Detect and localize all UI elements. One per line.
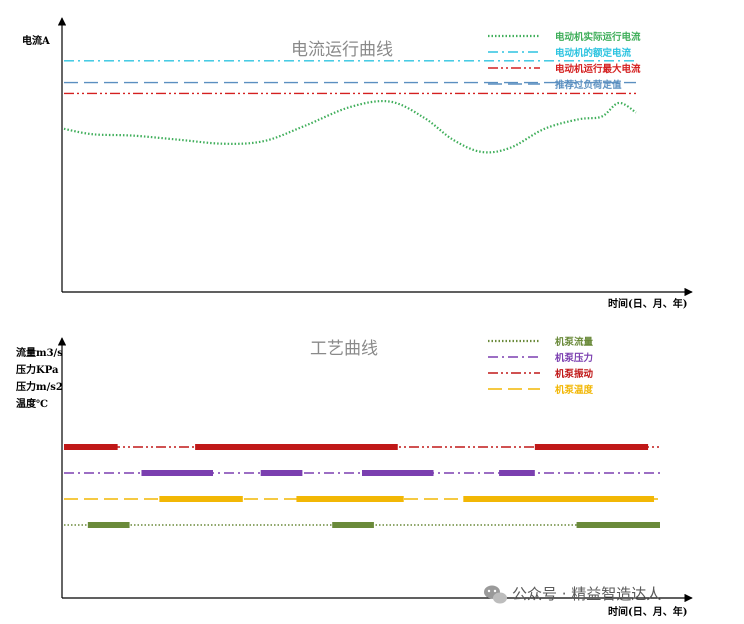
current-legend-label-1: 电动机的额定电流 xyxy=(555,47,632,59)
current-legend-label-0: 电动机实际运行电流 xyxy=(555,31,641,43)
process-y-label-flow: 流量m3/s xyxy=(16,346,63,359)
current-plot-area xyxy=(63,60,637,154)
wechat-icon xyxy=(484,585,507,604)
process-legend-label-1: 机泵压力 xyxy=(555,352,593,364)
process-plot-area xyxy=(64,444,660,528)
process-chart-title: 工艺曲线 xyxy=(310,339,378,359)
current-y-axis-label: 电流A xyxy=(22,34,50,47)
current-x-axis-label: 时间(日、月、年) xyxy=(608,297,687,310)
process-legend-label-0: 机泵流量 xyxy=(555,336,594,348)
process-legend-label-3: 机泵温度 xyxy=(555,384,594,396)
process-legend-label-2: 机泵振动 xyxy=(555,368,594,380)
process-y-label-vibration: 压力m/s2 xyxy=(16,380,63,393)
current-chart-title: 电流运行曲线 xyxy=(291,40,393,60)
current-legend-label-2: 电动机运行最大电流 xyxy=(555,63,641,75)
current-chart: 电流运行曲线 电流A 时间(日、月、年) 电动机实际运行电流电动机的额定电流电动… xyxy=(22,17,693,310)
watermark-text: 公众号 · 精益智造达人 xyxy=(512,585,661,603)
current-legend-label-3: 推荐过负荷定值 xyxy=(555,79,622,91)
watermark: 公众号 · 精益智造达人 xyxy=(484,585,661,604)
process-chart: 工艺曲线 流量m3/s 压力KPa 压力m/s2 温度℃ 时间(日、月、年) 机… xyxy=(16,336,693,618)
process-y-label-temperature: 温度℃ xyxy=(16,397,48,410)
current-series-0-line xyxy=(63,100,637,154)
process-y-label-pressure: 压力KPa xyxy=(16,363,59,376)
process-x-axis-label: 时间(日、月、年) xyxy=(608,605,687,618)
